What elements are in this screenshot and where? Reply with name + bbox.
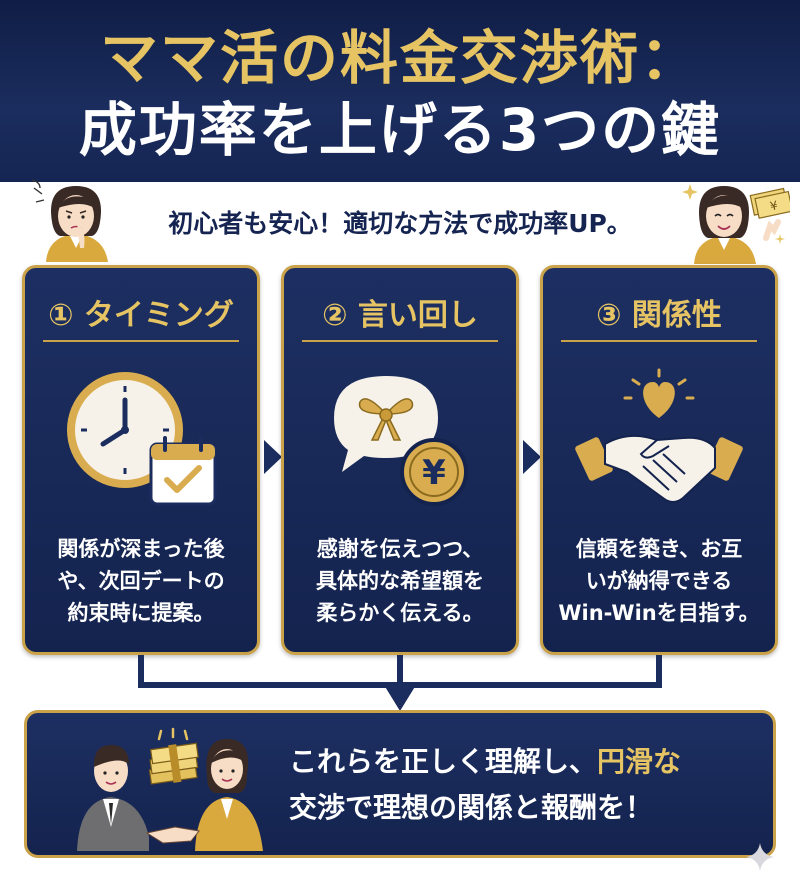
header-banner: ママ活の料金交渉術： 成功率を上げる3つの鍵	[0, 0, 800, 182]
happy-woman-money-icon: ¥	[682, 184, 790, 264]
card-phrasing: ② 言い回し ¥ 感謝を伝えつつ、 具体的な希望額を 柔らかく伝える。	[281, 265, 519, 655]
yen-symbol: ¥	[769, 198, 780, 213]
summary-text: これらを正しく理解し、円滑な 交渉で理想の関係と報酬を！	[289, 739, 765, 831]
title-line-1: ママ活の料金交渉術：	[99, 24, 700, 92]
card-title: ① タイミング	[48, 298, 234, 333]
sparkle-icon	[746, 843, 774, 871]
connector-lines	[138, 655, 662, 711]
summary-line1-white: これらを正しく理解し、	[289, 745, 598, 778]
card-description: 関係が深まった後 や、次回デートの 約束時に提案。	[57, 537, 225, 625]
summary-line2: 交渉で理想の関係と報酬を！	[289, 791, 654, 824]
card-description: 感謝を伝えつつ、 具体的な希望額を 柔らかく伝える。	[316, 537, 484, 625]
business-handshake-icon	[77, 727, 263, 851]
card-divider	[561, 340, 757, 342]
card-divider	[302, 340, 498, 342]
card-relationship: ③ 関係性 信頼を築き、お互 いが納得できる Win-Winを目指す。	[540, 265, 778, 655]
handshake-heart-icon	[575, 368, 743, 503]
summary-panel: これらを正しく理解し、円滑な 交渉で理想の関係と報酬を！	[24, 710, 776, 858]
card-title: ② 言い回し	[322, 298, 478, 333]
card-description: 信頼を築き、お互 いが納得できる Win-Winを目指す。	[558, 537, 760, 625]
speech-bubble-ribbon-yen-icon: ¥	[334, 376, 468, 506]
summary-line1-gold: 円滑な	[597, 745, 682, 778]
card-divider	[43, 340, 239, 342]
clock-calendar-icon	[67, 372, 217, 506]
arrow-right-icon	[523, 440, 541, 474]
card-title: ③ 関係性	[596, 298, 722, 333]
yen-symbol: ¥	[422, 453, 446, 493]
subtitle: 初心者も安心！適切な方法で成功率UP。	[168, 209, 632, 238]
arrow-right-icon	[264, 440, 282, 474]
worried-woman-icon	[31, 179, 108, 262]
title-line-2: 成功率を上げる3つの鍵	[78, 96, 722, 164]
card-timing: ① タイミング 関係が深まった後 や、次回デートの 約束時に提案。	[22, 265, 260, 655]
